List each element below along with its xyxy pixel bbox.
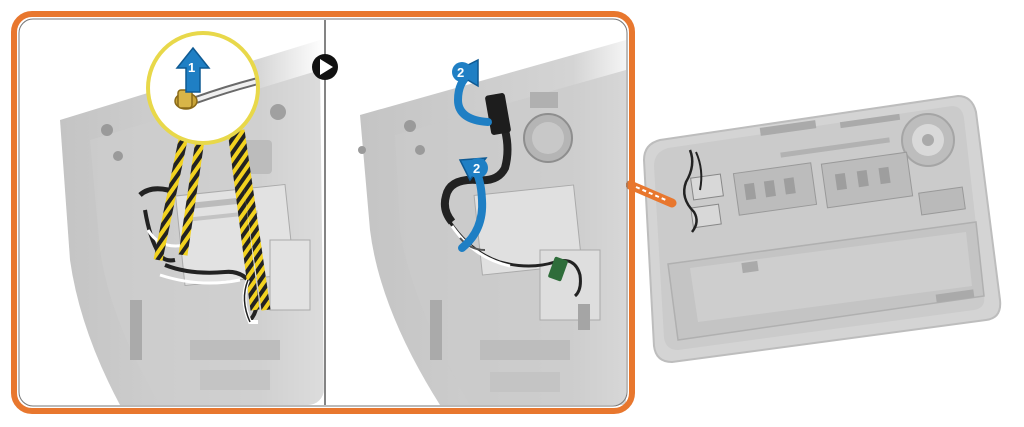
callout-frame: [11, 11, 635, 414]
overview-laptop: [625, 94, 1002, 364]
magnifier: 1: [146, 31, 260, 145]
memory-modules: [732, 151, 914, 216]
fan-icon: [901, 113, 955, 167]
panel-step1: 1: [20, 20, 324, 405]
panel-step2: 2 2: [326, 20, 626, 405]
up-arrow-icon: [175, 46, 211, 93]
antenna-connector: [174, 89, 198, 110]
coin-battery: [523, 113, 573, 163]
antenna-cable: [440, 93, 582, 298]
location-marker: [625, 180, 677, 208]
play-triangle-icon: [312, 54, 338, 80]
callout-step2a: 2: [457, 65, 464, 80]
highlighted-cables: [153, 129, 271, 311]
callout-step2b: 2: [473, 161, 480, 176]
callout-step1: 1: [188, 60, 195, 75]
curved-arrow-icon: [452, 58, 492, 126]
curved-arrow-icon: [458, 157, 488, 252]
